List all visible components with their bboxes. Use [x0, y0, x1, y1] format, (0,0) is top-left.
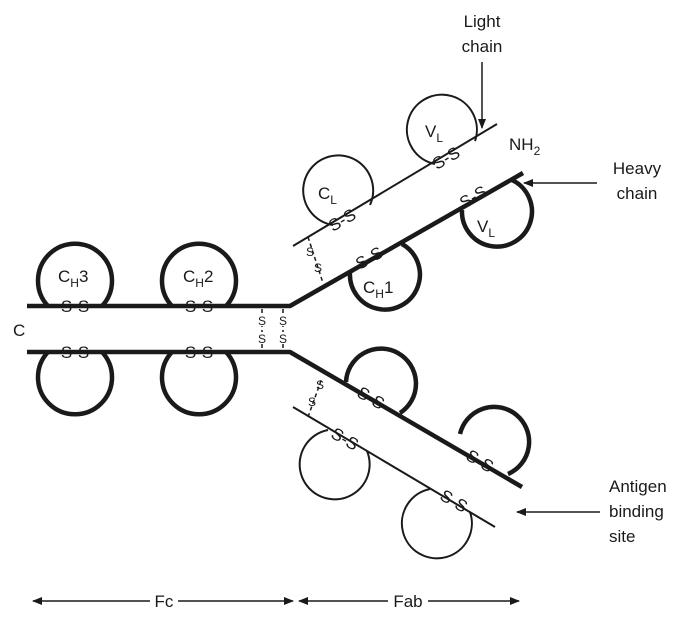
heavy-chain-label-line1: Heavy [613, 159, 662, 178]
interchain-bonds [261, 236, 324, 418]
vh-upper-loop [459, 177, 535, 249]
antigen-binding-label-line1: Antigen [609, 477, 667, 496]
disulfide-cl-lower: S-S [328, 424, 362, 455]
ch2-lower-loop [159, 350, 239, 417]
disulfide-ch1-lower: S-S [354, 383, 388, 414]
interchain-s: S [308, 395, 316, 409]
domain-label-vl-light: VL [425, 122, 443, 145]
interchain-s: S [316, 378, 324, 392]
domain-label-ch3: CH3 [58, 267, 88, 290]
fc-label: Fc [155, 592, 174, 611]
light-chain-lower-backbone [292, 406, 496, 528]
domain-label-cl: CL [318, 184, 337, 207]
fab-label: Fab [393, 592, 422, 611]
domain-label-ch1: CH1 [363, 278, 393, 301]
hinge-s: S [279, 332, 287, 346]
cl-upper-loop [302, 154, 375, 226]
interchain-s: S [306, 245, 314, 259]
hinge-s: S [258, 332, 266, 346]
ch1-upper-loop [347, 242, 423, 312]
light-chain-upper-backbone [292, 123, 498, 247]
disulfide-ch2-upper: S-S [185, 297, 213, 316]
disulfide-vl-lower: S-S [437, 486, 471, 517]
antigen-binding-label-line2: binding [609, 502, 664, 521]
ch1-lower-loop [343, 346, 419, 415]
heavy-chain-upper [27, 171, 535, 312]
light-chain-lower [292, 406, 496, 560]
disulfide-ch3-lower: S-S [61, 343, 89, 362]
vl-upper-loop [405, 93, 478, 165]
domain-label-ch2: CH2 [183, 267, 213, 290]
ch3-upper-loop [35, 241, 115, 308]
ch2-upper-loop [159, 241, 239, 308]
light-chain-label-line2: chain [462, 37, 503, 56]
hinge-s: S [279, 314, 287, 328]
disulfide-ch2-lower: S-S [185, 343, 213, 362]
terminus-labels: C NH2 [13, 135, 541, 340]
hinge-s: S [258, 314, 266, 328]
antigen-binding-label-line3: site [609, 527, 635, 546]
disulfide-vh-lower: S-S [463, 446, 497, 477]
intrachain-disulfide-labels: S-S S-S S-S S-S S-S S-S S-S S-S S-S S-S … [61, 143, 497, 517]
ch3-lower-loop [35, 350, 115, 417]
interchain-s: S [314, 261, 322, 275]
c-terminus-label: C [13, 321, 25, 340]
light-chain-callout: Light chain [462, 12, 503, 129]
heavy-light-bond-upper [307, 236, 324, 284]
vh-lower-loop [457, 404, 532, 477]
antigen-binding-site-callout: Antigen binding site [516, 477, 667, 546]
heavy-chain-lower [27, 346, 532, 489]
heavy-chain-label-line2: chain [617, 184, 658, 203]
heavy-chain-lower-backbone [27, 349, 524, 489]
domain-labels: CH3 CH2 CH1 CL VL VL [58, 122, 495, 301]
heavy-chain-callout: Heavy chain [523, 159, 662, 203]
heavy-chain-upper-backbone [27, 171, 525, 309]
vl-lower-loop [400, 488, 473, 560]
domain-label-vl-heavy: VL [477, 217, 495, 240]
disulfide-ch3-upper: S-S [61, 297, 89, 316]
light-chain-upper [292, 93, 498, 247]
hinge-s-labels: S S S S S S S S [258, 245, 324, 409]
light-chain-label-line1: Light [464, 12, 501, 31]
nh2-label: NH2 [509, 135, 541, 158]
cl-lower-loop [298, 429, 371, 501]
